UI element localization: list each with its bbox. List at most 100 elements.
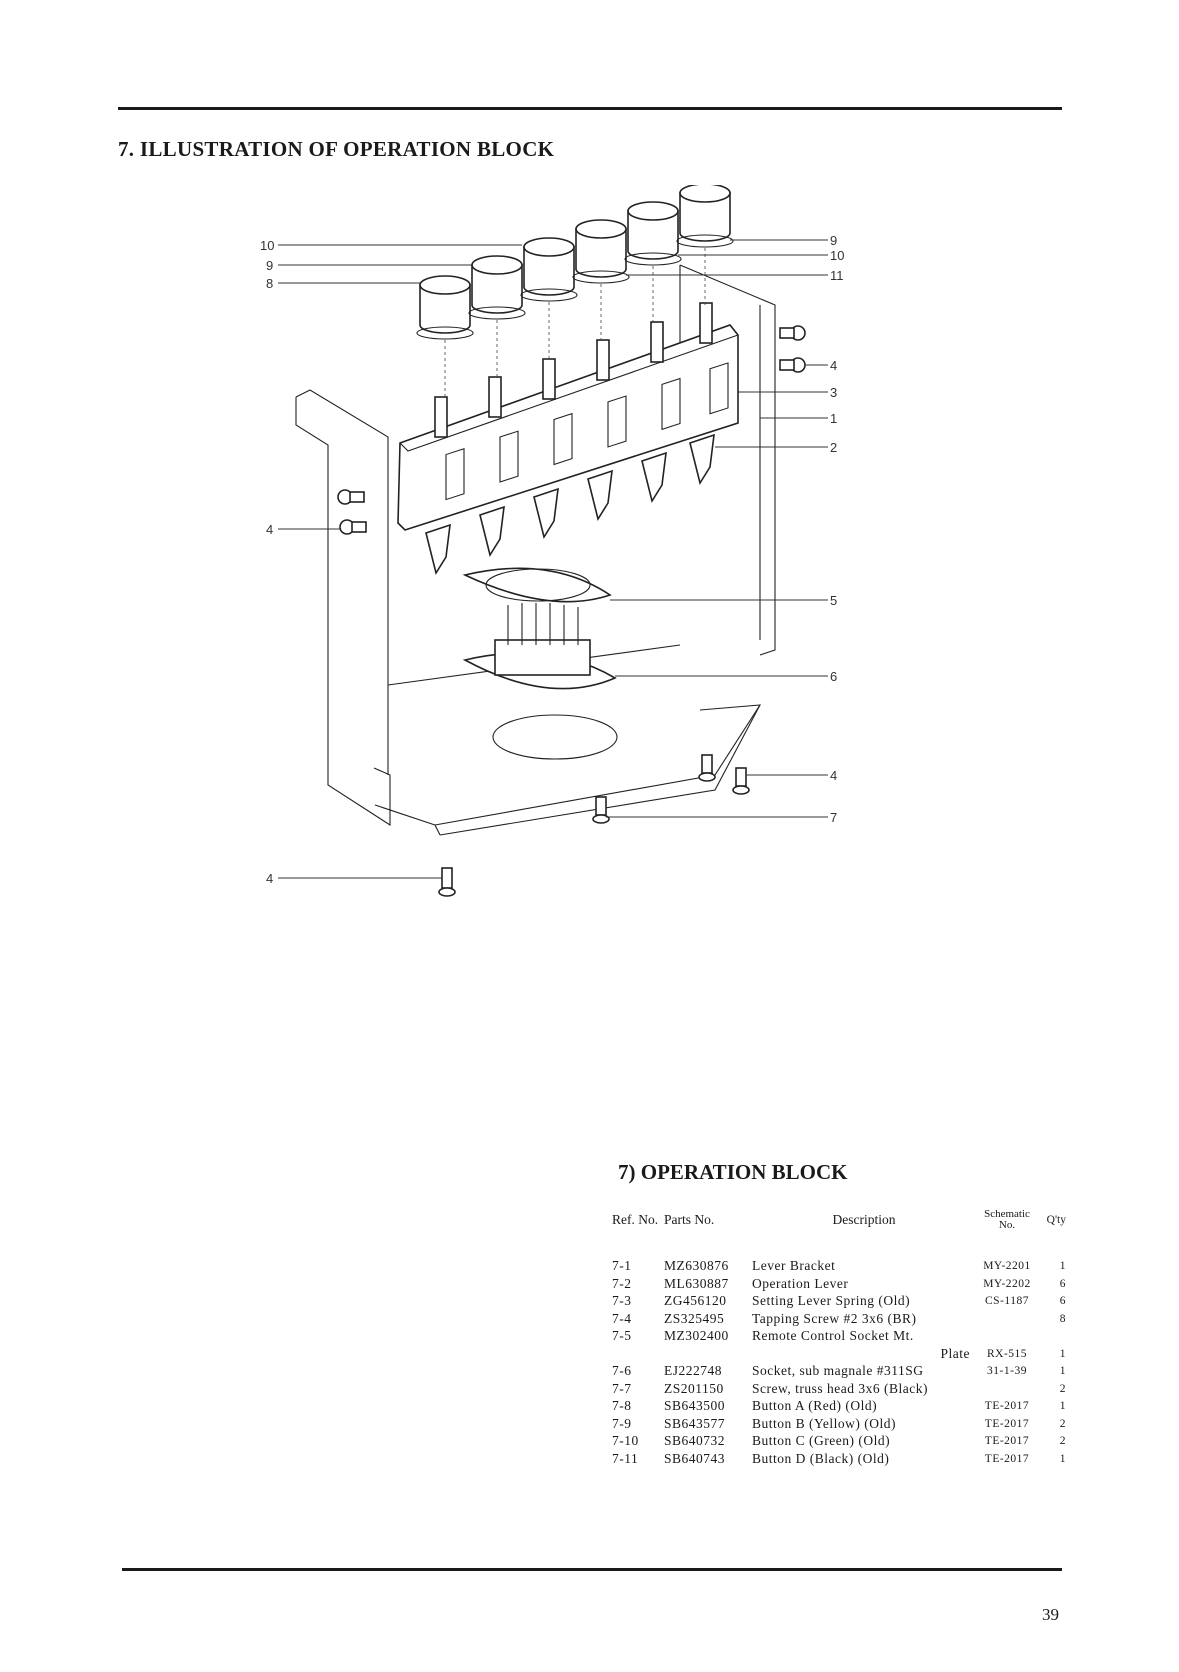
cell-parts-no: SB643500 (664, 1398, 726, 1414)
table-row: 7-11 SB640743 Button D (Black) (Old) TE-… (612, 1450, 1066, 1468)
table-row: 7-4 ZS325495 Tapping Screw #2 3x6 (BR) 8 (612, 1310, 1066, 1328)
cell-schematic: MY-2202 (983, 1277, 1031, 1290)
callout-left-9: 9 (266, 258, 273, 273)
cell-schematic: TE-2017 (984, 1435, 1030, 1448)
cell-ref: 7-6 (612, 1363, 632, 1379)
cell-schematic: TE-2017 (984, 1417, 1030, 1430)
cell-qty (1038, 1328, 1066, 1346)
cell-schematic (976, 1310, 1038, 1328)
cell-schematic (976, 1380, 1038, 1398)
cell-description: Button D (Black) (Old) (752, 1450, 890, 1466)
bottom-rule (122, 1568, 1062, 1571)
cell-parts-no: MZ630876 (664, 1258, 729, 1274)
cell-qty: 1 (1059, 1365, 1066, 1378)
cell-qty: 2 (1059, 1435, 1066, 1448)
cell-ref: 7-11 (612, 1450, 639, 1466)
cell-ref: 7-10 (612, 1433, 639, 1449)
table-row: 7-1 MZ630876 Lever Bracket MY-2201 1 (612, 1258, 1066, 1276)
cell-description: Setting Lever Spring (Old) (752, 1293, 911, 1309)
cell-qty: 1 (1059, 1347, 1066, 1360)
cell-parts-no: SB640743 (664, 1450, 726, 1466)
cell-schematic: CS-1187 (985, 1295, 1029, 1308)
callout-left-4b: 4 (266, 871, 273, 886)
cell-qty: 6 (1059, 1295, 1066, 1308)
callout-right-3: 3 (830, 385, 837, 400)
callout-right-4b: 4 (830, 768, 837, 783)
cell-ref: 7-7 (612, 1380, 632, 1396)
cell-description: Button B (Yellow) (Old) (752, 1415, 897, 1431)
cell-description: Tapping Screw #2 3x6 (BR) (752, 1310, 917, 1326)
screws-drawing (337, 325, 806, 897)
callout-right-11: 11 (830, 268, 844, 283)
cell-ref (612, 1345, 664, 1363)
cell-description: Button A (Red) (Old) (752, 1398, 878, 1414)
socket-drawing (462, 567, 617, 690)
callout-left-4a: 4 (266, 522, 273, 537)
cell-description: Operation Lever (752, 1275, 849, 1291)
cell-schematic: MY-2201 (983, 1260, 1031, 1273)
cell-description: Screw, truss head 3x6 (Black) (752, 1380, 928, 1396)
table-row: 7-7 ZS201150 Screw, truss head 3x6 (Blac… (612, 1380, 1066, 1398)
callout-right-10: 10 (830, 248, 844, 263)
cell-description: Remote Control Socket Mt. (752, 1328, 914, 1344)
callout-right-2: 2 (830, 440, 837, 455)
cell-qty: 1 (1059, 1452, 1066, 1465)
cell-description: Lever Bracket (752, 1258, 836, 1274)
cell-parts-no: ZG456120 (664, 1293, 727, 1309)
cell-parts-no: SB640732 (664, 1433, 726, 1449)
header-qty: Q'ty (1046, 1214, 1066, 1226)
callout-right-9: 9 (830, 233, 837, 248)
lever-bracket-drawing (295, 264, 776, 836)
section-title: 7. ILLUSTRATION OF OPERATION BLOCK (118, 137, 555, 161)
cell-parts-no: EJ222748 (664, 1363, 722, 1379)
callout-right-4a: 4 (830, 358, 837, 373)
cell-schematic: TE-2017 (984, 1400, 1030, 1413)
callout-left-10: 10 (260, 238, 274, 253)
callout-right-5: 5 (830, 593, 837, 608)
cell-qty: 1 (1059, 1260, 1066, 1273)
callouts: 10 9 8 4 4 9 10 11 4 3 1 2 5 6 4 7 (260, 233, 844, 886)
header-ref: Ref. No. (612, 1212, 659, 1227)
header-description: Description (832, 1212, 896, 1227)
header-schematic: Schematic No. (984, 1208, 1030, 1231)
callout-right-7: 7 (830, 810, 837, 825)
cell-parts-no (664, 1345, 752, 1363)
table-row: 7-10 SB640732 Button C (Green) (Old) TE-… (612, 1433, 1066, 1451)
buttons-drawing (416, 185, 734, 400)
cell-description: Socket, sub magnale #311SG (752, 1363, 924, 1379)
table-row: 7-8 SB643500 Button A (Red) (Old) TE-201… (612, 1398, 1066, 1416)
table-row: 7-2 ML630887 Operation Lever MY-2202 6 (612, 1275, 1066, 1293)
cell-schematic: TE-2017 (984, 1452, 1030, 1465)
callout-right-6: 6 (830, 669, 837, 684)
operation-block-diagram: 10 9 8 4 4 9 10 11 4 3 1 2 5 6 4 7 (260, 185, 844, 897)
table-header-row: Ref. No. Parts No. Description Schematic… (612, 1200, 1066, 1240)
cell-description: Button C (Green) (Old) (752, 1433, 891, 1449)
leader-lines (278, 239, 828, 879)
table-row: 7-3 ZG456120 Setting Lever Spring (Old) … (612, 1293, 1066, 1311)
operation-lever-drawing (397, 302, 739, 576)
cell-schematic: 31-1-39 (987, 1365, 1027, 1378)
cell-parts-no: MZ302400 (664, 1328, 729, 1344)
cell-description: Plate (940, 1345, 970, 1361)
cell-qty: 2 (1059, 1382, 1066, 1395)
cell-qty: 2 (1059, 1417, 1066, 1430)
top-rule (118, 107, 1062, 110)
cell-ref: 7-3 (612, 1293, 632, 1309)
table-row: 7-5 MZ302400 Remote Control Socket Mt. (612, 1328, 1066, 1346)
cell-ref: 7-1 (612, 1258, 632, 1274)
cell-qty: 1 (1059, 1400, 1066, 1413)
cell-parts-no: SB643577 (664, 1415, 726, 1431)
cell-parts-no: ZS201150 (664, 1380, 724, 1396)
cell-ref: 7-2 (612, 1275, 632, 1291)
header-parts-no: Parts No. (664, 1212, 715, 1227)
cell-qty: 6 (1059, 1277, 1066, 1290)
parts-table: Ref. No. Parts No. Description Schematic… (612, 1200, 1066, 1468)
cell-parts-no: ML630887 (664, 1275, 729, 1291)
callout-left-8: 8 (266, 276, 273, 291)
cell-ref: 7-8 (612, 1398, 632, 1414)
cell-parts-no: ZS325495 (664, 1310, 725, 1326)
table-row: 7-6 EJ222748 Socket, sub magnale #311SG … (612, 1363, 1066, 1381)
table-row: Plate RX-515 1 (612, 1345, 1066, 1363)
parts-list-title: 7) OPERATION BLOCK (618, 1160, 848, 1184)
cell-ref: 7-9 (612, 1415, 632, 1431)
